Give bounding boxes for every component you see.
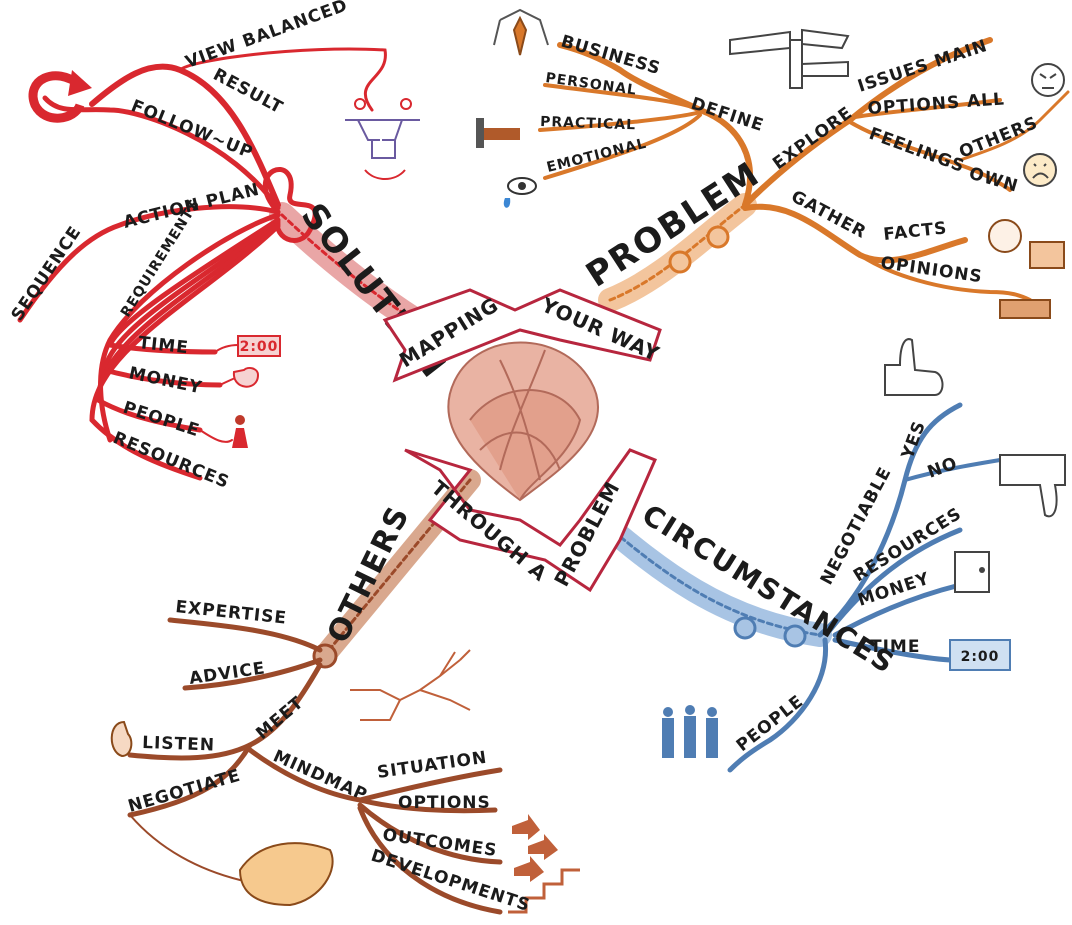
handshake-icon <box>238 842 334 907</box>
outcome-arrows-icon <box>512 814 558 882</box>
label-mindmap: MINDMAP <box>270 746 371 805</box>
label-sequence: SEQUENCE <box>8 222 86 324</box>
problem-branch <box>538 37 1070 312</box>
label-feelings: FEELINGS <box>866 124 967 177</box>
label-meet: MEET <box>252 693 308 744</box>
label-circ-time: TIME <box>870 637 920 657</box>
label-negotiate: NEGOTIATE <box>126 766 243 817</box>
stairs-icon <box>508 868 580 914</box>
label-no: NO <box>925 453 961 482</box>
person-icon <box>232 415 248 448</box>
label-others: OTHERS <box>956 113 1041 163</box>
mindmap-tree-icon <box>350 649 471 721</box>
clock-icon: 2:00 <box>237 335 281 357</box>
balanced-face-icon <box>345 98 420 180</box>
return-arrow-head-icon <box>68 70 92 96</box>
computer-user-icon <box>988 219 1065 319</box>
label-follow-up: FOLLOW~UP <box>128 96 256 163</box>
label-options: OPTIONS <box>398 793 491 813</box>
hammer-hand-icon <box>476 118 520 148</box>
shirt-tie-icon <box>493 8 549 56</box>
blue-clock-display: 2:00 <box>961 649 1000 665</box>
signpost-icon <box>729 28 850 89</box>
label-business: BUSINESS <box>559 32 663 80</box>
label-own: OWN <box>967 164 1021 197</box>
eye-tear-icon <box>503 177 537 208</box>
label-view-balanced: VIEW BALANCED <box>183 0 351 73</box>
ear-icon <box>110 720 133 758</box>
label-facts: FACTS <box>882 218 948 245</box>
label-practical: PRACTICAL <box>540 114 636 133</box>
circumstances-branch <box>588 402 1002 773</box>
label-situation: SITUATION <box>376 748 489 783</box>
clock-display: 2:00 <box>240 339 279 355</box>
sad-face-icon <box>1023 153 1057 187</box>
blue-clock-icon: 2:00 <box>949 639 1011 671</box>
people-group-icon <box>662 705 718 758</box>
thumbs-down-icon <box>999 454 1066 518</box>
label-emotional: EMOTIONAL <box>545 136 648 176</box>
label-issues-main: ISSUES MAIN <box>855 36 990 97</box>
angry-face-icon <box>1031 63 1065 97</box>
thumbs-up-icon <box>884 338 944 396</box>
label-explore: EXPLORE <box>769 103 856 174</box>
wallet-icon <box>954 551 990 593</box>
label-listen: LISTEN <box>142 733 215 756</box>
central-knot <box>447 341 599 502</box>
return-arrow-icon <box>28 71 85 123</box>
label-time: TIME <box>137 333 189 358</box>
label-yes: YES <box>898 418 931 463</box>
label-money: MONEY <box>127 363 204 398</box>
money-bag-icon <box>232 366 260 388</box>
label-result: RESULT <box>210 65 287 119</box>
label-circ-people: PEOPLE <box>733 691 808 756</box>
